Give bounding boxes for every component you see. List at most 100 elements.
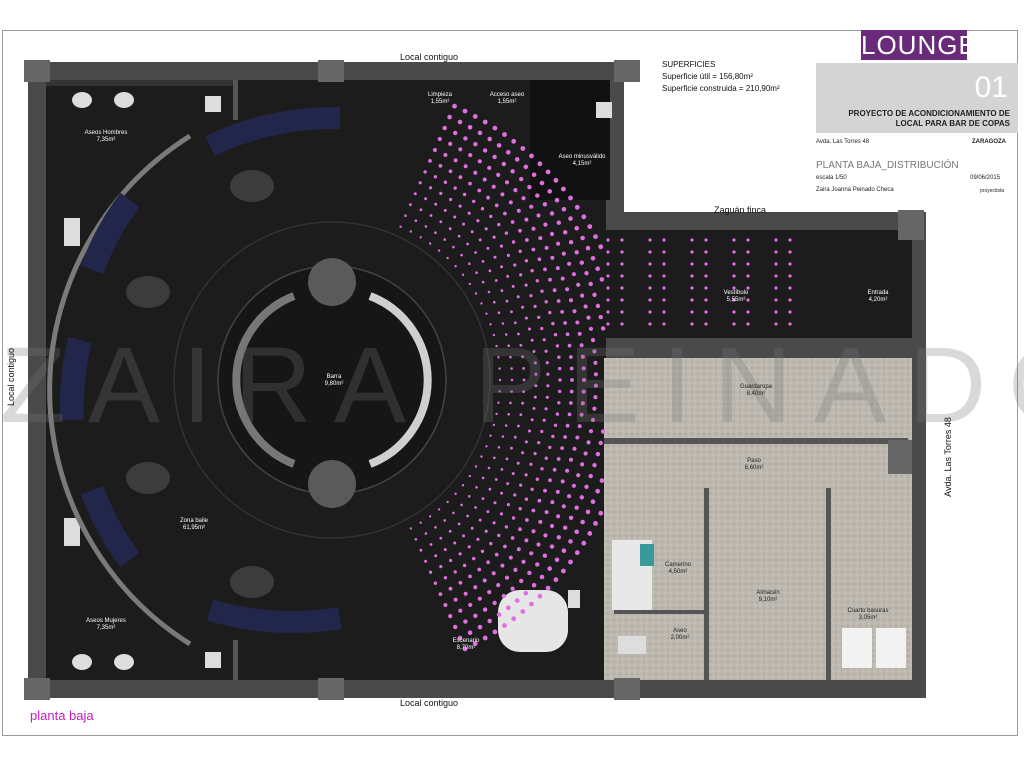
led-dot	[567, 343, 572, 348]
led-dot	[452, 103, 457, 109]
led-dot	[561, 568, 566, 574]
led-dot	[537, 593, 543, 599]
led-dot	[549, 523, 555, 529]
piano	[498, 590, 568, 652]
led-dot	[535, 279, 539, 283]
led-dot	[467, 630, 473, 635]
led-dot	[439, 536, 443, 540]
led-dot	[482, 148, 488, 153]
led-dot	[538, 236, 543, 241]
led-dot	[518, 228, 522, 233]
led-dot	[690, 238, 694, 242]
lounge-logo: LOUNGE	[861, 30, 977, 60]
led-dot	[493, 501, 497, 505]
led-dot	[571, 272, 577, 277]
led-dot	[503, 544, 507, 549]
led-dot	[746, 250, 750, 254]
partition-m	[233, 640, 238, 680]
led-dot	[529, 153, 534, 159]
led-dot	[540, 467, 544, 471]
led-dot	[453, 541, 457, 545]
led-dot	[457, 234, 461, 238]
led-dot	[548, 478, 552, 483]
led-dot	[593, 234, 598, 240]
led-dot	[500, 491, 504, 495]
led-dot	[552, 467, 557, 472]
led-dot	[518, 507, 522, 511]
table-2	[126, 276, 170, 308]
led-dot	[428, 242, 432, 245]
led-dot	[487, 136, 493, 142]
service-floor	[604, 358, 912, 680]
led-dot	[485, 445, 488, 448]
led-dot	[448, 141, 453, 146]
led-dot	[439, 191, 443, 195]
led-dot	[556, 241, 561, 246]
led-dot	[424, 532, 428, 535]
neighbor-left: Local contiguo	[6, 347, 17, 407]
dance-circle-outer	[173, 221, 491, 539]
led-dot	[511, 138, 517, 144]
led-dot	[494, 478, 498, 481]
led-dot	[569, 298, 573, 303]
led-dot	[510, 310, 513, 314]
led-dot	[475, 271, 478, 275]
led-dot	[690, 310, 694, 314]
led-dot	[537, 257, 542, 262]
led-dot	[662, 238, 666, 242]
led-dot	[648, 310, 652, 314]
led-dot	[488, 487, 492, 491]
led-dot	[510, 367, 513, 370]
led-dot	[461, 484, 465, 487]
led-dot	[497, 311, 501, 315]
led-dot	[519, 483, 523, 487]
led-dot	[606, 250, 610, 254]
led-dot	[437, 249, 441, 252]
led-dot	[472, 199, 476, 204]
vestibule-floor	[600, 230, 912, 338]
led-dot	[533, 304, 537, 308]
led-dot	[462, 222, 466, 226]
led-dot	[732, 310, 736, 314]
led-dot	[513, 263, 517, 267]
led-dot	[534, 372, 538, 376]
led-dot	[563, 435, 567, 439]
led-dot	[746, 238, 750, 242]
led-dot	[554, 197, 560, 203]
led-dot	[428, 159, 432, 163]
led-dot	[502, 132, 507, 137]
led-dot	[530, 338, 534, 342]
led-dot	[732, 238, 736, 242]
led-dot	[534, 384, 538, 388]
led-dot	[448, 169, 453, 174]
led-dot	[508, 200, 513, 205]
led-dot	[481, 476, 485, 480]
led-dot	[468, 602, 473, 608]
led-dot	[509, 401, 512, 405]
led-dot	[595, 266, 600, 272]
led-dot	[504, 424, 508, 427]
zaguan-label: Zaguán finca	[714, 205, 767, 215]
led-dot	[524, 283, 528, 287]
led-dot	[419, 208, 423, 212]
led-dot	[540, 326, 544, 331]
title-block: 01 PROYECTO DE ACONDICIONAMIENTO DE LOCA…	[816, 63, 1018, 133]
sofa-left-mid	[59, 337, 92, 421]
led-dot	[561, 207, 567, 212]
led-dot	[662, 322, 666, 326]
led-dot	[492, 235, 496, 239]
led-dot	[704, 298, 708, 302]
led-dot	[462, 563, 467, 568]
led-dot	[543, 533, 548, 538]
led-dot	[543, 488, 547, 493]
led-dot	[662, 310, 666, 314]
led-dot	[518, 249, 522, 253]
led-dot	[480, 302, 483, 305]
led-dot	[568, 195, 573, 201]
led-dot	[463, 591, 468, 596]
led-dot	[530, 269, 534, 273]
led-dot	[497, 533, 501, 538]
led-dot	[418, 181, 422, 185]
